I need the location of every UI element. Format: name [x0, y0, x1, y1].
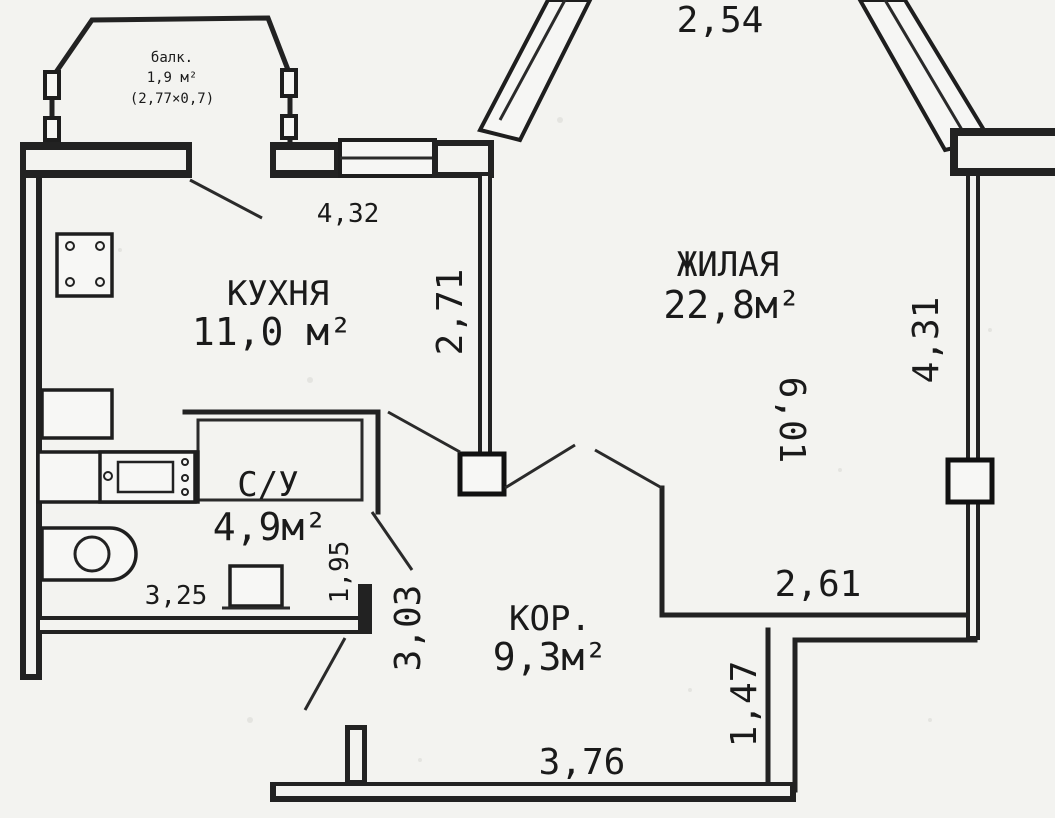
living-window-right: [857, 0, 1055, 176]
balcony-area: 1,9 м²: [147, 70, 198, 86]
living-area: 22,8м²: [663, 283, 800, 327]
entrance-door-leaf: [303, 637, 347, 711]
living-door-leaf-right: [594, 448, 663, 490]
dim-corridor-bottom: 3,76: [539, 742, 626, 783]
living-window-left: [477, 0, 593, 143]
balcony-size: (2,77×0,7): [130, 91, 214, 107]
corridor-name: КОР.: [509, 599, 591, 639]
balcony-window-left: [43, 70, 61, 100]
kitchen-sink-icon: [40, 388, 114, 440]
dim-living-right: 4,31: [906, 297, 947, 384]
living-door-leaf-left: [504, 443, 576, 490]
kitchen-name: КУХНЯ: [227, 274, 329, 314]
corridor-area: 9,3м²: [493, 635, 607, 679]
kitchen-corridor-door-leaf: [387, 410, 461, 454]
column-center: [457, 451, 507, 497]
kitchen-door-leaf: [189, 178, 263, 220]
bathroom-block: [36, 409, 381, 610]
paper-noise: [118, 117, 992, 762]
living-name: ЖИЛАЯ: [677, 245, 779, 285]
kitchen-area: 11,0 м²: [192, 310, 352, 354]
dim-corridor-diag: 3,03: [388, 585, 429, 672]
washing-machine-icon: [98, 450, 197, 504]
dim-kitchen-depth: 2,71: [430, 269, 471, 356]
toilet-icon: [228, 564, 284, 608]
dim-corridor-step: 1,47: [724, 661, 765, 748]
dim-bath-width: 3,25: [145, 581, 208, 611]
balcony-window-right-low: [280, 114, 298, 140]
stove-icon: [55, 232, 114, 298]
balcony-window-right: [280, 68, 298, 98]
dim-bath-height: 1,95: [325, 541, 355, 604]
living-bottom-wall: [659, 485, 969, 618]
dim-kitchen-width: 4,32: [317, 199, 380, 229]
dim-top-living: 2,54: [677, 0, 764, 41]
balcony-window-left-low: [43, 116, 61, 142]
dim-living-left: 6,01: [771, 377, 812, 464]
bathroom-area: 4,9м²: [213, 505, 327, 549]
bathtub-icon: [40, 526, 138, 582]
bathroom-name: С/У: [237, 465, 298, 505]
balcony-name: балк.: [151, 50, 193, 66]
column-right: [945, 457, 995, 505]
bath-door-leaf: [370, 511, 414, 571]
dim-living-bottom: 2,61: [775, 564, 862, 605]
balcony: [43, 15, 298, 143]
